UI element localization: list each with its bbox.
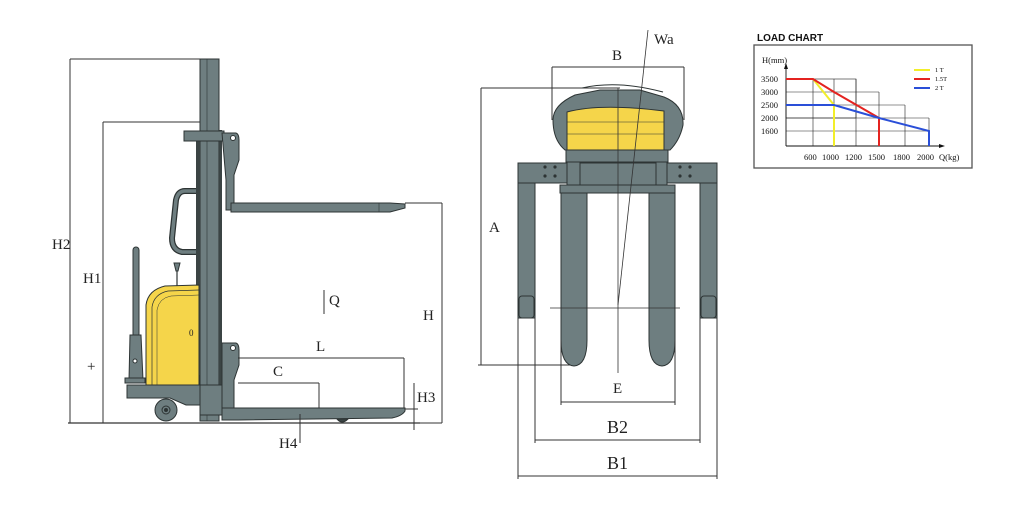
- x-tick-1800: 1800: [893, 152, 910, 162]
- mast: [199, 58, 220, 422]
- label-h3: H3: [417, 390, 435, 406]
- series-1-5t: [786, 78, 880, 146]
- x-tick-600: 600: [804, 152, 817, 162]
- x-tick-1500: 1500: [868, 152, 885, 162]
- label-wa: Wa: [654, 32, 674, 48]
- front-view: [478, 29, 718, 479]
- label-l: L: [316, 339, 325, 355]
- label-b: B: [612, 48, 622, 64]
- right-fork: [648, 192, 676, 367]
- battery-cover: [145, 284, 200, 386]
- label-h4: H4: [279, 436, 298, 452]
- fork-carriage-lower: [221, 342, 240, 416]
- y-tick-2000: 2000: [761, 113, 778, 123]
- lift-chain: [196, 140, 200, 375]
- label-b1: B1: [607, 453, 628, 473]
- load-chart-legend: 1 T 1.5T 2 T: [914, 67, 947, 92]
- label-h: H: [423, 308, 434, 324]
- legend-1-5t: 1.5T: [935, 76, 947, 83]
- y-axis-label: H(mm): [762, 55, 787, 65]
- label-c: C: [273, 364, 283, 380]
- lowered-fork: [221, 407, 406, 421]
- raised-fork: [230, 202, 406, 213]
- left-fork: [560, 192, 588, 367]
- wa-line: [617, 29, 649, 306]
- load-chart: LOAD CHART H(mm) 3500 3000 2500: [753, 33, 973, 169]
- x-tick-2000: 2000: [917, 152, 934, 162]
- control-knob-icon: [173, 262, 181, 272]
- left-outrigger: [517, 162, 536, 319]
- left-outrigger-wheel: [518, 295, 535, 319]
- label-e: E: [613, 381, 622, 397]
- y-tick-2500: 2500: [761, 100, 778, 110]
- tiller-arm: [132, 246, 140, 343]
- label-b2: B2: [607, 417, 628, 437]
- label-a: A: [489, 220, 500, 236]
- y-tick-3000: 3000: [761, 87, 778, 97]
- load-chart-frame: [753, 44, 973, 169]
- load-wheel: [335, 418, 350, 423]
- mast-crossbar: [183, 130, 225, 142]
- series-2t: [786, 104, 930, 146]
- legend-2t: 2 T: [935, 85, 944, 92]
- label-cg-mark: +: [87, 359, 95, 375]
- y-tick-1600: 1600: [761, 126, 778, 136]
- side-view: 0: [68, 58, 443, 443]
- label-h1: H1: [83, 271, 101, 287]
- y-tick-3500: 3500: [761, 74, 778, 84]
- label-q: Q: [329, 293, 340, 309]
- x-tick-1000: 1000: [822, 152, 839, 162]
- svg-text:0: 0: [189, 328, 194, 338]
- label-h2: H2: [52, 237, 70, 253]
- battery-yellow-panel: [566, 106, 665, 151]
- right-outrigger-wheel: [700, 295, 717, 319]
- x-axis-label: Q(kg): [939, 152, 959, 162]
- legend-1t: 1 T: [935, 67, 944, 74]
- right-outrigger: [699, 162, 718, 319]
- x-tick-1200: 1200: [845, 152, 862, 162]
- fork-carriage-upper: [221, 132, 240, 211]
- load-chart-title: LOAD CHART: [757, 33, 823, 44]
